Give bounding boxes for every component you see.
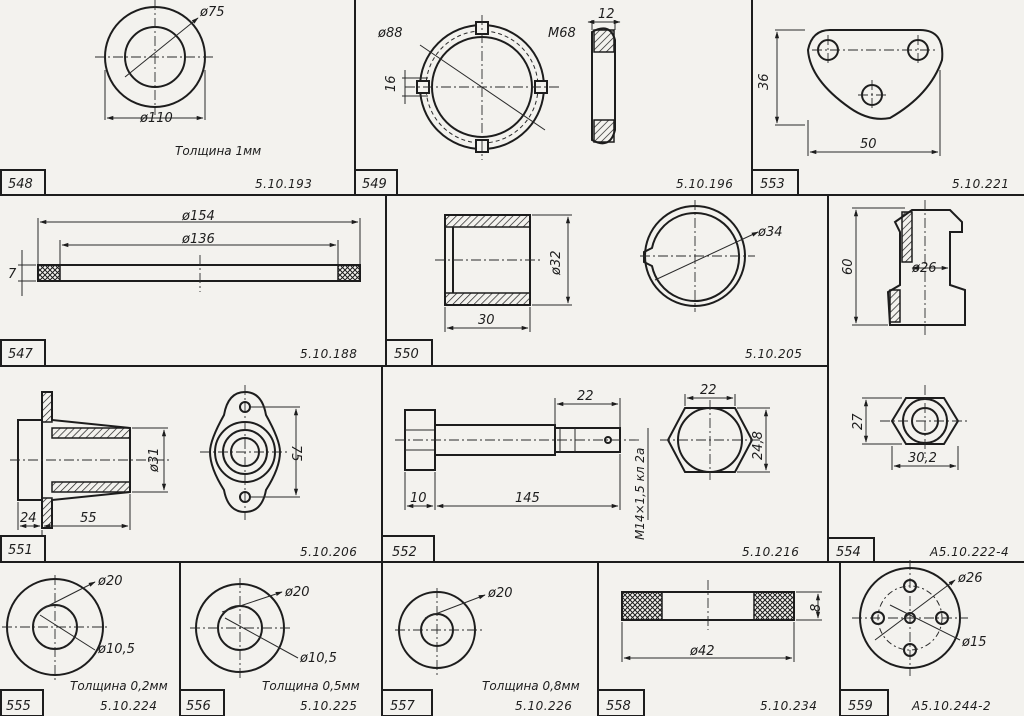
part-558-ring: 8 ø42 558 5.10.234 (606, 580, 824, 714)
num-548: 548 (8, 177, 33, 192)
dim-557-outer: ø20 (487, 586, 513, 601)
part-553-flange-plate: 36 50 553 5.10.221 (757, 29, 1009, 192)
dim-549-w: 12 (598, 7, 615, 22)
dim-553-h: 36 (757, 73, 772, 90)
code-559: А5.10.244-2 (911, 699, 991, 713)
num-558: 558 (606, 699, 631, 714)
dim-552-a: 22 (577, 389, 594, 404)
dim-548-outer: ø110 (139, 111, 173, 126)
dim-552-thread: M14×1,5 кл 2а (633, 448, 647, 540)
num-552: 552 (392, 545, 417, 560)
dim-549-d: ø88 (377, 26, 403, 41)
dim-554-h: 60 (841, 258, 856, 275)
note-557: Толщина 0,8мм (482, 679, 580, 693)
part-556-washer: ø20 ø10,5 Толщина 0,5мм 556 5.10.225 (186, 578, 360, 714)
code-553: 5.10.221 (952, 177, 1009, 191)
dim-547-inner: ø136 (181, 232, 215, 247)
part-548-washer: ø75 ø110 Толщина 1мм 548 5.10.193 (8, 0, 312, 192)
dim-550-d2: ø34 (757, 225, 783, 240)
num-547: 547 (8, 347, 34, 362)
num-557: 557 (390, 699, 416, 714)
code-549: 5.10.196 (676, 177, 733, 191)
dim-555-inner: ø10,5 (97, 642, 135, 657)
dim-552-len: 145 (515, 491, 540, 506)
part-550-sleeve: ø32 30 ø34 550 5.10.205 (394, 200, 802, 362)
dim-551-a: 24 (20, 511, 37, 526)
dim-552-b: 22 (700, 383, 717, 398)
note-555: Толщина 0,2мм (70, 679, 168, 693)
num-554: 554 (836, 545, 861, 560)
dim-552-c: 24,8 (751, 431, 766, 460)
code-550: 5.10.205 (745, 347, 802, 361)
part-552-bolt: 22 10 145 M14×1,5 кл 2а 22 24,8 552 5.10… (392, 383, 799, 560)
num-556: 556 (186, 699, 211, 714)
code-547: 5.10.188 (300, 347, 357, 361)
dim-547-t: 7 (8, 267, 17, 282)
part-555-washer: ø20 ø10,5 Толщина 0,2мм 555 5.10.224 (2, 574, 168, 714)
code-554: А5.10.222-4 (929, 545, 1009, 559)
code-551: 5.10.206 (300, 545, 357, 559)
note-548: Толщина 1мм (175, 144, 261, 158)
part-549-slotted-nut: ø88 M68 16 12 549 5.10.196 (362, 7, 733, 192)
number-tag-boxes (0, 169, 889, 716)
dim-558-d: ø42 (689, 644, 715, 659)
code-558: 5.10.234 (760, 699, 817, 713)
num-555: 555 (6, 699, 31, 714)
dim-547-outer: ø154 (181, 209, 215, 224)
num-551: 551 (8, 543, 33, 558)
dim-554-h2: 27 (851, 413, 866, 430)
code-556: 5.10.225 (300, 699, 357, 713)
part-551-flanged-pipe: ø31 24 55 75 551 5.10.206 (8, 385, 357, 559)
dim-553-w: 50 (860, 137, 877, 152)
dim-554-w2: 30,2 (908, 451, 937, 466)
num-553: 553 (760, 177, 785, 192)
part-554-nipple-nut: 60 ø26 27 30,2 554 А5.10.222-4 (836, 200, 1009, 560)
dim-551-h: 75 (288, 445, 303, 462)
dim-550-d1: ø32 (549, 251, 564, 277)
note-556: Толщина 0,5мм (262, 679, 360, 693)
dim-556-inner: ø10,5 (299, 651, 337, 666)
code-548: 5.10.193 (255, 177, 312, 191)
dim-555-outer: ø20 (97, 574, 123, 589)
dim-559-inner: ø15 (961, 635, 987, 650)
dim-549-thread: M68 (548, 26, 576, 41)
num-549: 549 (362, 177, 387, 192)
num-550: 550 (394, 347, 419, 362)
dim-558-h: 8 (809, 604, 824, 612)
part-557-washer: ø20 Толщина 0,8мм 557 5.10.226 (390, 586, 580, 714)
part-559-disc: ø26 ø15 559 А5.10.244-2 (848, 560, 991, 714)
dim-554-d: ø26 (911, 261, 937, 276)
code-552: 5.10.216 (742, 545, 799, 559)
dim-548-inner: ø75 (199, 5, 225, 20)
dim-550-len: 30 (478, 313, 495, 328)
code-555: 5.10.224 (100, 699, 157, 713)
dim-552-head: 10 (410, 491, 427, 506)
part-547-ring-gasket: ø154 ø136 7 547 5.10.188 (8, 209, 361, 362)
num-559: 559 (848, 699, 873, 714)
dim-549-h: 16 (384, 75, 399, 92)
dim-559-outer: ø26 (957, 571, 983, 586)
code-557: 5.10.226 (515, 699, 572, 713)
dim-556-outer: ø20 (284, 585, 310, 600)
dim-551-d: ø31 (147, 448, 162, 474)
dim-551-b: 55 (80, 511, 97, 526)
